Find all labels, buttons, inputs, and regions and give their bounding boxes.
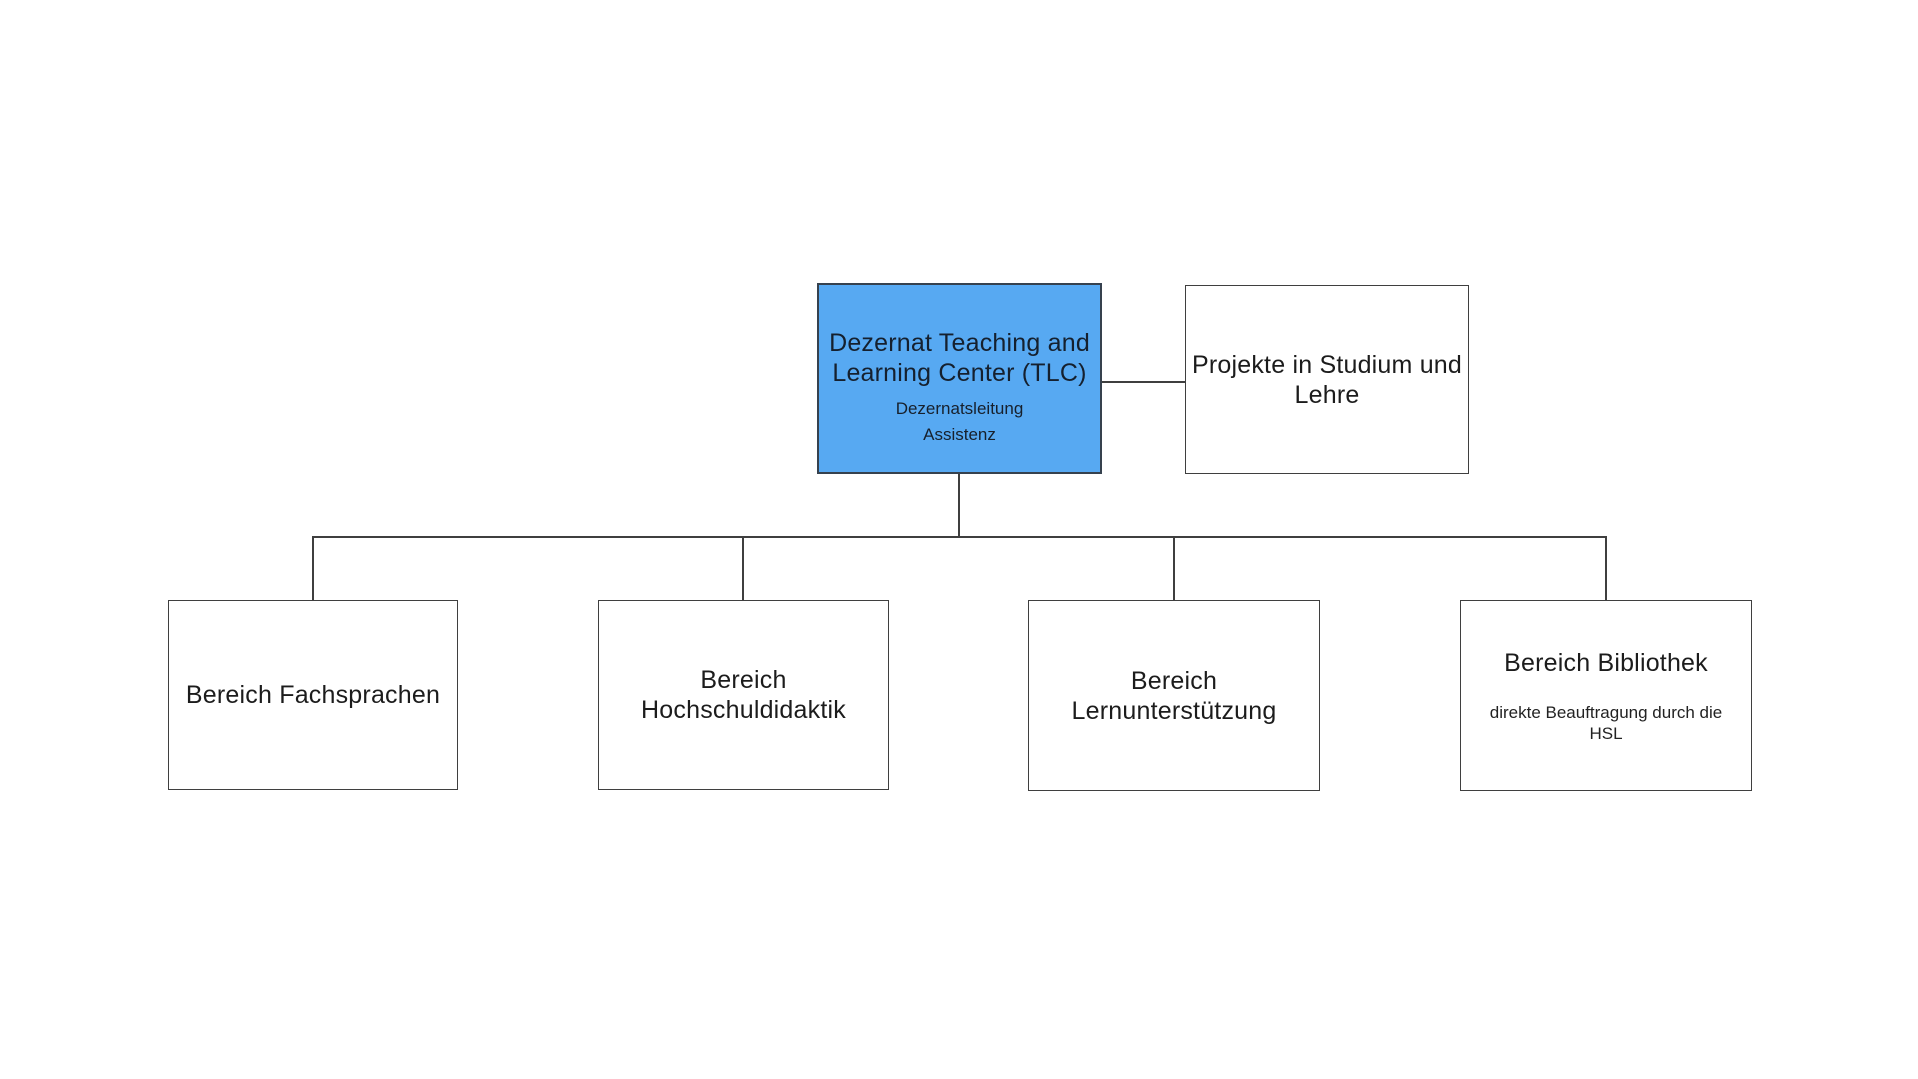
node-bereich-bibliothek: Bereich Bibliothek direkte Beauftragung … [1460, 600, 1752, 791]
node-label-line: Bereich [1130, 666, 1218, 695]
node-note-line: direkte Beauftragung durch die [1489, 702, 1723, 722]
node-label-line: Hochschuldidaktik [641, 696, 846, 724]
node-dezernat-tlc: Dezernat Teaching and Learning Center (T… [817, 283, 1102, 474]
node-label-line: Lernunterstützung [1071, 696, 1277, 725]
node-bereich-lernunterstuetzung: Bereich Lernunterstützung [1028, 600, 1320, 791]
node-subtitle-assistenz: Assistenz [923, 424, 996, 444]
connector-root-stem [958, 474, 960, 537]
node-label-line: Projekte in Studium und [1191, 350, 1463, 379]
node-note-line: HSL [1589, 723, 1623, 743]
node-bereich-fachsprachen: Bereich Fachsprachen [168, 600, 458, 790]
node-label-line: Bereich Bibliothek [1504, 648, 1708, 677]
node-title-line: Learning Center (TLC) [832, 358, 1087, 387]
connector-drop-lernunterstuetzung [1173, 536, 1175, 600]
node-bereich-hochschuldidaktik: Bereich Hochschuldidaktik [598, 600, 889, 790]
node-label-line: Bereich [700, 666, 787, 694]
node-label-line: Bereich Fachsprachen [185, 681, 441, 709]
connector-drop-bibliothek [1605, 536, 1607, 600]
node-label-line: Lehre [1294, 380, 1360, 409]
node-projekte-studium-lehre: Projekte in Studium und Lehre [1185, 285, 1469, 474]
node-subtitle-dezernatsleitung: Dezernatsleitung [895, 398, 1024, 418]
connector-distribution-bar [312, 536, 1607, 538]
connector-root-to-side [1102, 381, 1185, 383]
node-title-line: Dezernat Teaching and [829, 328, 1090, 357]
connector-drop-fachsprachen [312, 536, 314, 600]
connector-drop-hochschuldidaktik [742, 536, 744, 600]
